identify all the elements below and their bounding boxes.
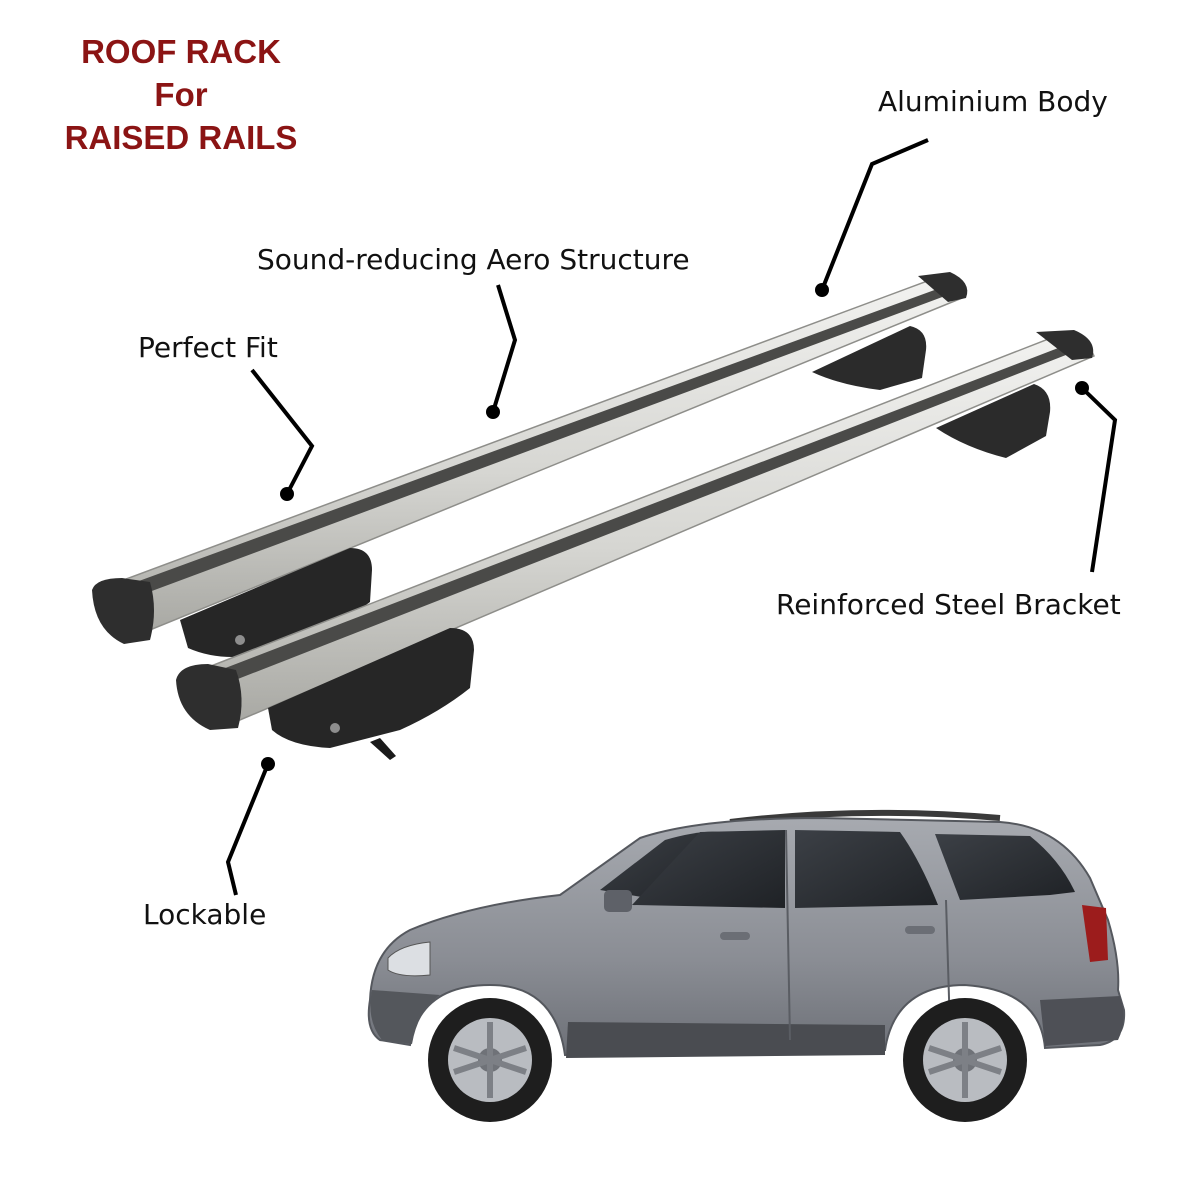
rear-window	[795, 830, 938, 908]
rear-bumper	[1040, 996, 1124, 1046]
front-bar-groove	[215, 345, 1071, 686]
rear-wheel	[903, 998, 1027, 1122]
lower-cladding	[566, 1022, 885, 1058]
rear-bar-endcap-near	[92, 578, 154, 644]
title-line-2: For	[154, 76, 208, 113]
front-bar-foot-near	[268, 628, 474, 748]
leader-aero-structure	[486, 284, 518, 419]
suv-car-image	[367, 809, 1126, 1122]
callout-aero-structure: Sound-reducing Aero Structure	[257, 243, 690, 276]
door-handle-rear	[905, 926, 935, 934]
leader-aluminium-body	[815, 138, 929, 297]
rear-bar-groove	[128, 288, 945, 598]
callout-steel-bracket: Reinforced Steel Bracket	[776, 588, 1121, 621]
leader-steel-bracket	[1075, 381, 1118, 573]
product-title: ROOF RACK For RAISED RAILS	[40, 30, 322, 159]
front-bar-foot-far	[936, 384, 1051, 458]
leader-lockable	[225, 757, 275, 896]
taillight	[1082, 905, 1108, 962]
side-mirror	[604, 890, 632, 912]
front-wheel	[428, 998, 552, 1122]
callout-perfect-fit: Perfect Fit	[138, 331, 278, 364]
lock-icon	[235, 635, 245, 645]
front-bar-endcap-near	[176, 664, 242, 730]
leader-perfect-fit	[250, 368, 315, 501]
callout-aluminium-body: Aluminium Body	[878, 85, 1108, 118]
front-bumper	[370, 990, 440, 1044]
lock-icon	[330, 723, 340, 733]
door-handle-front	[720, 932, 750, 940]
rear-bar-endcap-far	[918, 272, 968, 302]
headlight	[387, 941, 431, 977]
front-window	[632, 830, 785, 908]
front-bar-endcap-far	[1036, 330, 1094, 360]
quarter-window	[935, 834, 1075, 900]
title-line-1: ROOF RACK	[81, 33, 281, 70]
title-line-3: RAISED RAILS	[64, 119, 298, 156]
roof-bar-front	[176, 330, 1095, 760]
rear-bar-foot-far	[812, 326, 927, 390]
callout-lockable: Lockable	[143, 898, 267, 931]
